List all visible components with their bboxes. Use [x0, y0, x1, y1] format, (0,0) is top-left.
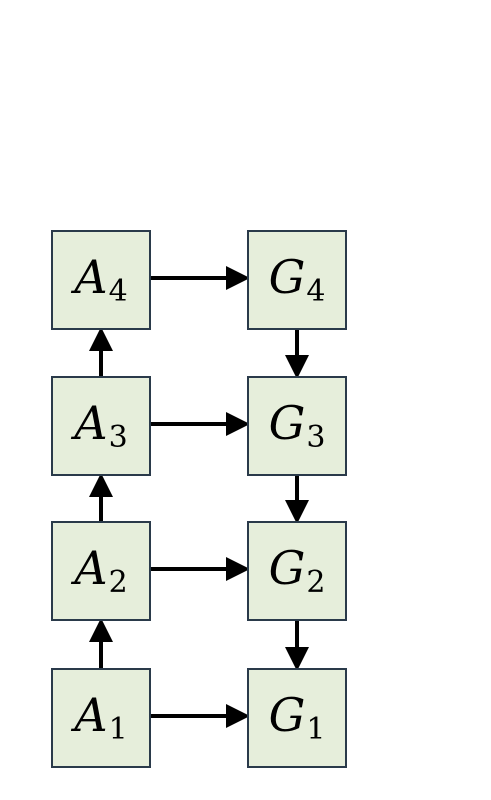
node-a4: A4 [51, 230, 151, 330]
node-g1-label: G1 [268, 687, 326, 747]
node-a4-label: A4 [74, 249, 128, 309]
node-a2: A2 [51, 521, 151, 621]
node-a2-label: A2 [74, 540, 128, 600]
node-g3-label: G3 [268, 395, 326, 455]
node-a3: A3 [51, 376, 151, 476]
node-g4: G4 [247, 230, 347, 330]
node-g2: G2 [247, 521, 347, 621]
node-g2-label: G2 [268, 540, 326, 600]
node-g3: G3 [247, 376, 347, 476]
node-a1-label: A1 [74, 687, 128, 747]
node-a1: A1 [51, 668, 151, 768]
node-a3-label: A3 [74, 395, 128, 455]
node-g1: G1 [247, 668, 347, 768]
node-g4-label: G4 [268, 249, 326, 309]
